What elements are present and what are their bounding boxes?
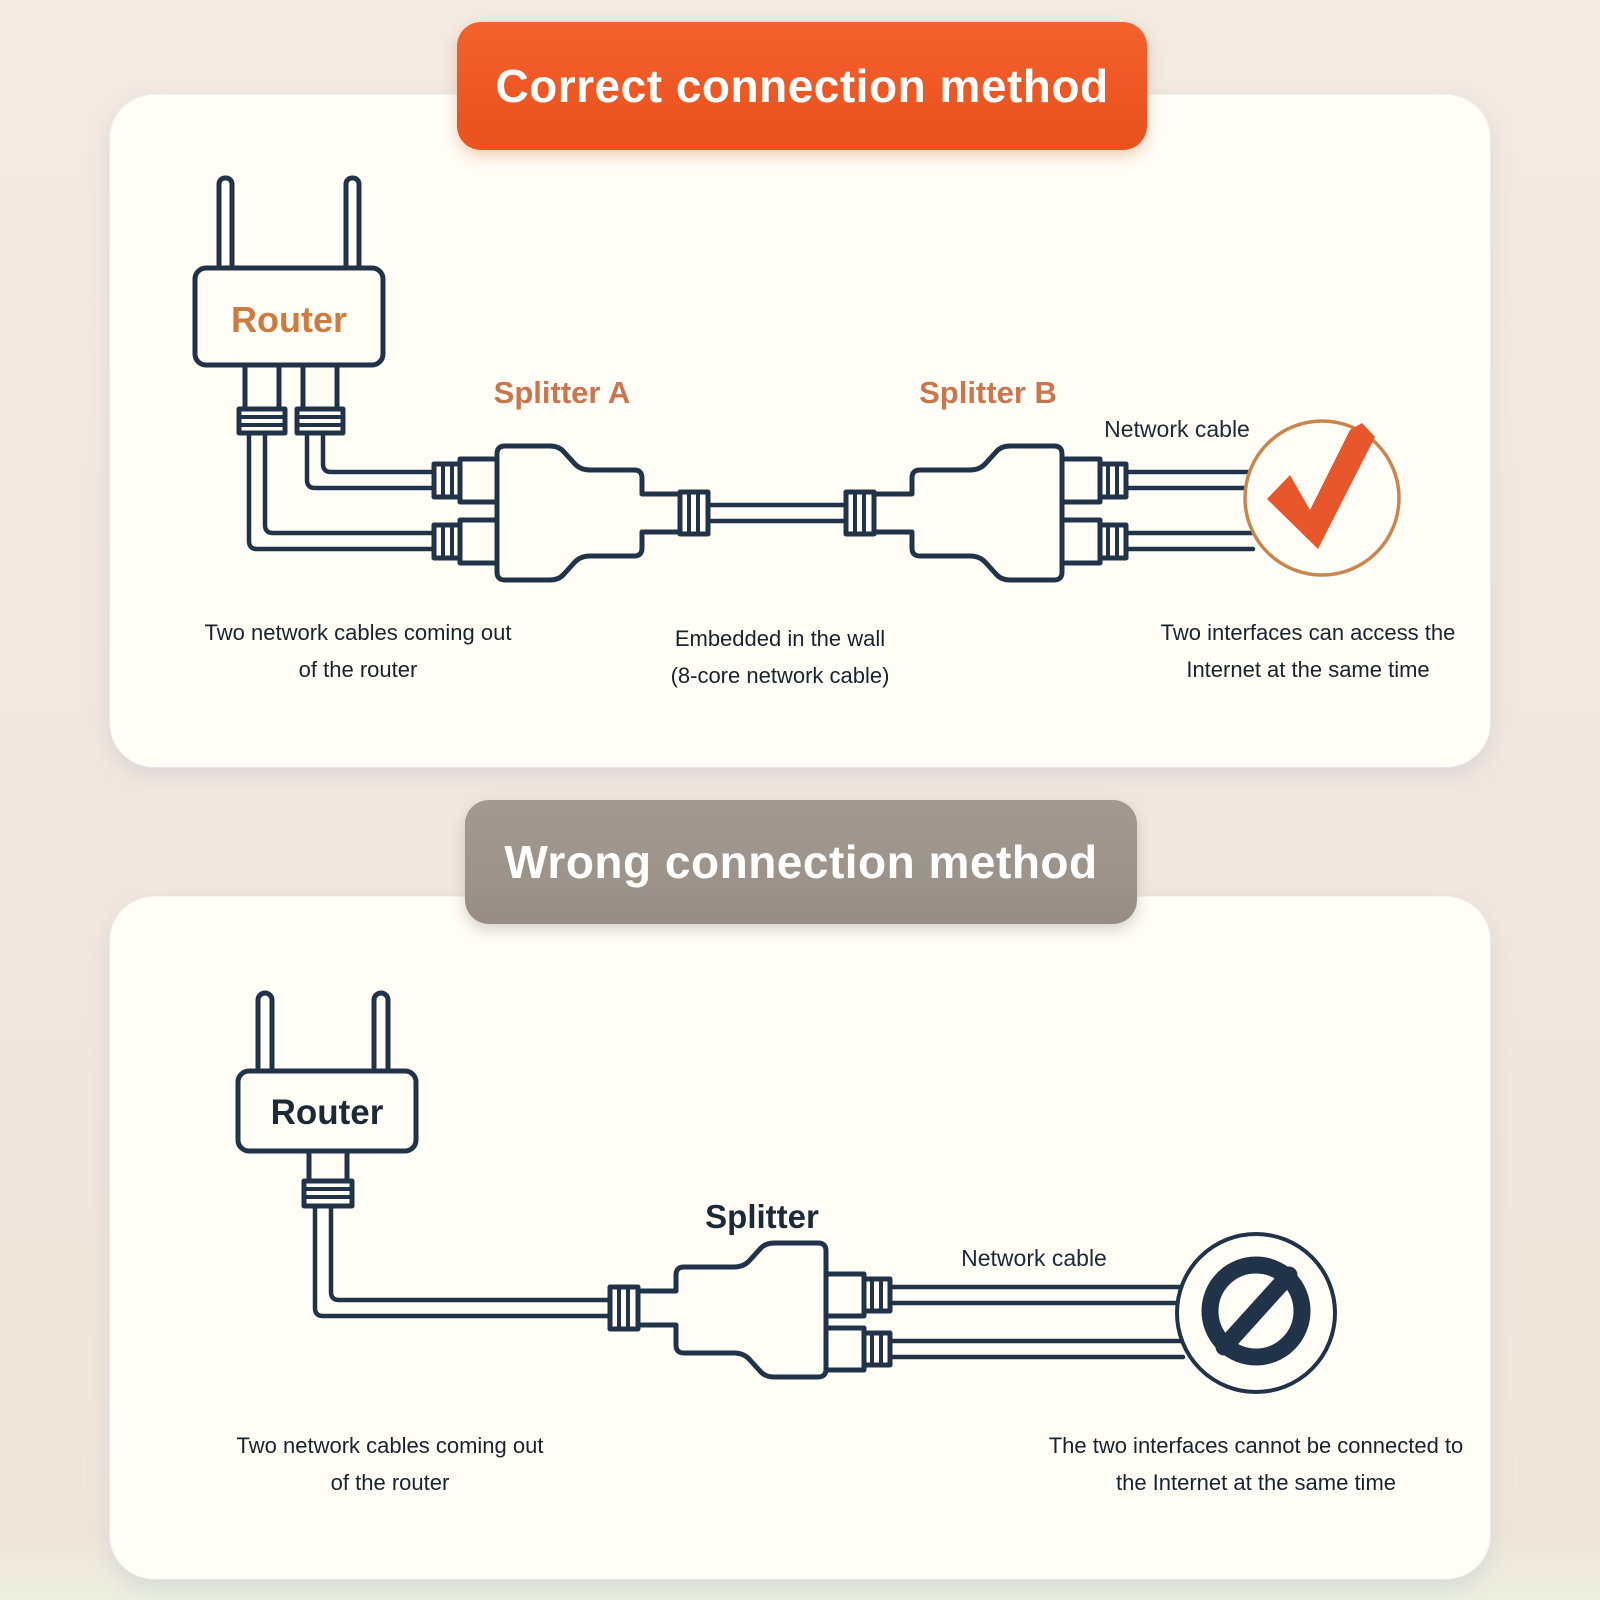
wrong-method-panel: [110, 897, 1490, 1579]
correct-method-banner: Correct connection method: [457, 22, 1147, 150]
correct-banner-label: Correct connection method: [495, 60, 1109, 112]
wrong-method-banner: Wrong connection method: [465, 800, 1137, 924]
correct-method-panel: [110, 95, 1490, 767]
wrong-banner-label: Wrong connection method: [504, 836, 1098, 888]
